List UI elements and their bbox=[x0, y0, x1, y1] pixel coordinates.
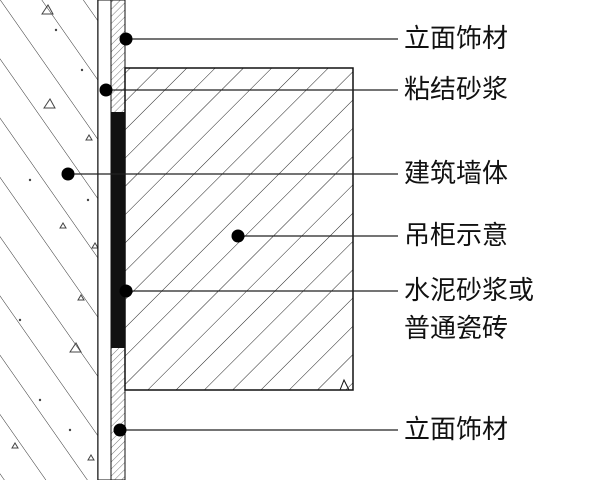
label-cabinet: 吊柜示意 bbox=[404, 221, 509, 251]
leader-dots bbox=[61, 32, 245, 437]
label-facade-top: 立面饰材 bbox=[404, 24, 509, 54]
dot-adhesive bbox=[99, 83, 113, 97]
label-adhesive-mortar: 粘结砂浆 bbox=[404, 75, 509, 105]
dot-cabinet bbox=[231, 229, 245, 243]
leader-lines bbox=[68, 38, 398, 431]
building-wall bbox=[0, 0, 99, 480]
cement-tile-strip bbox=[111, 112, 125, 348]
dot-cement bbox=[119, 284, 133, 298]
dot-facade-bottom bbox=[113, 423, 127, 437]
cabinet-shape bbox=[124, 67, 354, 391]
label-facade-bottom: 立面饰材 bbox=[404, 415, 509, 445]
dot-facade-top bbox=[119, 32, 133, 46]
label-building-wall: 建筑墙体 bbox=[404, 159, 509, 189]
label-cement-line1: 水泥砂浆或 bbox=[404, 276, 535, 306]
dot-wall bbox=[61, 167, 75, 181]
label-cement-line2: 普通瓷砖 bbox=[404, 314, 509, 344]
mortar-layer bbox=[97, 0, 112, 481]
